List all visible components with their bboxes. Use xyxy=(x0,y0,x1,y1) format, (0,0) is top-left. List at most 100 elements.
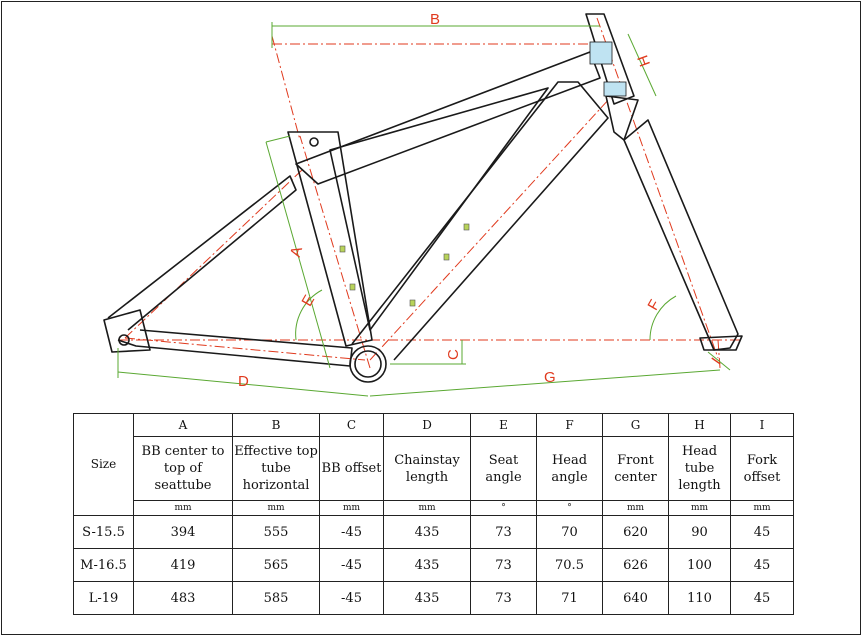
cable-port xyxy=(339,245,346,253)
size-cell: L-19 xyxy=(73,581,134,615)
column-name-f: Head angle xyxy=(536,436,603,501)
column-letter-a: A xyxy=(133,413,233,437)
dim-label-i: I xyxy=(708,355,724,368)
front-axle-vertical xyxy=(717,339,721,369)
dim-label-b: B xyxy=(430,11,440,28)
headtube-highlight xyxy=(589,41,627,97)
front-dropout xyxy=(699,335,743,351)
dimension-lines xyxy=(117,22,731,397)
value-cell: 620 xyxy=(602,515,669,549)
value-cell: 73 xyxy=(470,581,537,615)
value-cell: 71 xyxy=(536,581,603,615)
value-cell: 100 xyxy=(668,548,731,582)
down-tube xyxy=(351,81,609,361)
seatstay-centerline xyxy=(124,169,303,339)
head-tube xyxy=(585,13,635,105)
seat-tube xyxy=(287,131,373,347)
seatstay xyxy=(107,175,297,331)
value-cell: 640 xyxy=(602,581,669,615)
headset-upper xyxy=(589,41,613,65)
dim-label-c: C xyxy=(445,349,462,360)
dim-label-g: G xyxy=(544,369,556,386)
dim-h-line xyxy=(627,33,657,97)
dim-i-line xyxy=(707,351,731,371)
column-letter-c: C xyxy=(319,413,384,437)
inner-triangle xyxy=(329,87,549,331)
dim-a-ext-top xyxy=(265,135,291,143)
column-unit-g: mm xyxy=(602,500,669,516)
rear-axle-vertical xyxy=(271,35,301,141)
fork-crown xyxy=(605,95,639,141)
value-cell: 110 xyxy=(668,581,731,615)
centerlines xyxy=(118,17,740,369)
cable-port xyxy=(349,283,356,291)
value-cell: 73 xyxy=(470,515,537,549)
value-cell: 585 xyxy=(232,581,320,615)
value-cell: 483 xyxy=(133,581,233,615)
table-row: S-15.5 394 555 -45 435 73 70 620 90 45 xyxy=(73,515,794,549)
dimension-letters: A B C D E F G H I xyxy=(238,11,725,390)
cable-ports xyxy=(339,223,470,307)
column-name-d: Chainstay length xyxy=(383,436,471,501)
frame-outline xyxy=(103,13,743,383)
table-row: L-19 483 585 -45 435 73 71 640 110 45 xyxy=(73,581,794,615)
value-cell: -45 xyxy=(319,581,384,615)
column-unit-i: mm xyxy=(730,500,794,516)
seat-tube-centerline xyxy=(299,135,371,369)
dim-a-line xyxy=(265,141,331,369)
headset-lower xyxy=(603,81,627,97)
cable-port xyxy=(409,299,416,307)
value-cell: 45 xyxy=(730,515,794,549)
value-cell: -45 xyxy=(319,515,384,549)
down-tube-centerline xyxy=(369,97,611,361)
dim-e-arc xyxy=(295,289,323,341)
seat-clamp-hole xyxy=(309,137,319,147)
value-cell: 419 xyxy=(133,548,233,582)
column-unit-h: mm xyxy=(668,500,731,516)
column-name-a: BB center to top of seattube xyxy=(133,436,233,501)
dim-d-line xyxy=(117,371,369,397)
table-row: M-16.5 419 565 -45 435 73 70.5 626 100 4… xyxy=(73,548,794,582)
dim-f-arc xyxy=(649,295,677,341)
dim-g-line xyxy=(369,369,721,397)
column-letter-e: E xyxy=(470,413,537,437)
dim-label-f: F xyxy=(644,297,663,313)
chainstay-centerline xyxy=(124,337,366,361)
column-name-i: Fork offset xyxy=(730,436,794,501)
geometry-table: Size A B C D E F G H I BB center to top … xyxy=(73,413,794,615)
column-letter-f: F xyxy=(536,413,603,437)
value-cell: 565 xyxy=(232,548,320,582)
column-name-g: Front center xyxy=(602,436,669,501)
column-name-h: Head tube length xyxy=(668,436,731,501)
value-cell: 555 xyxy=(232,515,320,549)
size-header: Size xyxy=(73,413,134,516)
dim-label-h: H xyxy=(633,53,653,69)
column-unit-f: ° xyxy=(536,500,603,516)
dim-label-d: D xyxy=(238,373,249,390)
value-cell: 435 xyxy=(383,581,471,615)
rear-dropout xyxy=(103,309,151,353)
value-cell: -45 xyxy=(319,548,384,582)
column-letter-d: D xyxy=(383,413,471,437)
column-letter-b: B xyxy=(232,413,320,437)
column-unit-b: mm xyxy=(232,500,320,516)
value-cell: 45 xyxy=(730,548,794,582)
value-cell: 70.5 xyxy=(536,548,603,582)
size-cell: M-16.5 xyxy=(73,548,134,582)
column-letter-g: G xyxy=(602,413,669,437)
bottom-bracket-inner xyxy=(354,350,382,378)
column-name-b: Effective top tube horizontal xyxy=(232,436,320,501)
column-letter-i: I xyxy=(730,413,794,437)
value-cell: 90 xyxy=(668,515,731,549)
bottom-bracket-shell xyxy=(349,345,387,383)
value-cell: 435 xyxy=(383,548,471,582)
column-unit-c: mm xyxy=(319,500,384,516)
column-unit-d: mm xyxy=(383,500,471,516)
column-unit-a: mm xyxy=(133,500,233,516)
dim-label-a: A xyxy=(287,245,306,259)
fork-leg xyxy=(623,119,739,351)
value-cell: 435 xyxy=(383,515,471,549)
head-tube-centerline xyxy=(596,17,719,359)
column-letter-h: H xyxy=(668,413,731,437)
